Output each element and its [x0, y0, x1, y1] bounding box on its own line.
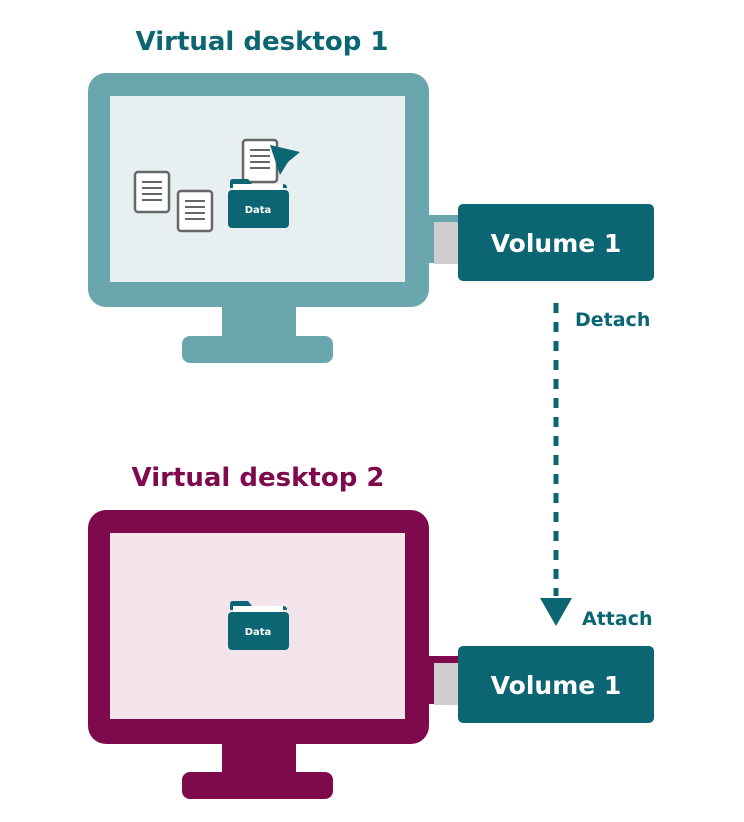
document-icon: [241, 138, 279, 184]
desktop-1-title: Virtual desktop 1: [136, 27, 389, 57]
volume-drive: [458, 204, 654, 281]
arrow-down-icon: [540, 598, 572, 626]
volume-1-drive-attached-top: Volume 1: [458, 204, 654, 281]
document-icon: [133, 170, 171, 214]
folder-icon: Data: [228, 179, 289, 228]
attach-label: Attach: [582, 608, 652, 630]
volume-drive: [458, 646, 654, 723]
virtual-desktop-1: Virtual desktop 1: [88, 27, 462, 363]
monitor-1-base: [182, 336, 333, 363]
virtual-desktop-2: Virtual desktop 2 Data: [88, 463, 462, 799]
folder-icon: Data: [228, 601, 289, 650]
desktop-2-title: Virtual desktop 2: [132, 463, 385, 493]
monitor-2-base: [182, 772, 333, 799]
move-arrow-icon: [270, 145, 300, 175]
detach-label: Detach: [575, 309, 650, 331]
connector-2: [434, 663, 462, 705]
connector-1: [434, 222, 462, 264]
volume-1-drive-attached-bottom: Volume 1: [458, 646, 654, 723]
volume-label: Volume 1: [491, 229, 622, 258]
document-icon: [176, 189, 214, 233]
folder-label: Data: [245, 627, 272, 638]
volume-label: Volume 1: [491, 671, 622, 700]
folder-label: Data: [245, 205, 272, 216]
